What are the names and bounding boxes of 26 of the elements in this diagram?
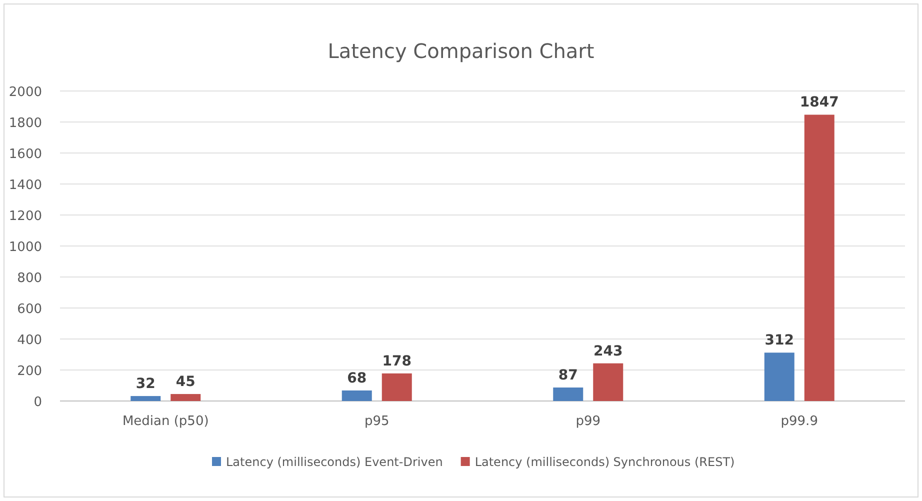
axis-label: 1200 bbox=[8, 209, 42, 224]
data-label: 312 bbox=[764, 332, 794, 349]
data-label: 87 bbox=[558, 368, 578, 384]
axis-label: 200 bbox=[17, 364, 42, 379]
axis-label: 1600 bbox=[8, 147, 42, 162]
data-label: 32 bbox=[136, 376, 156, 392]
axis-label: 2000 bbox=[8, 85, 42, 100]
legend-label: Latency (milliseconds) Event-Driven bbox=[226, 455, 443, 469]
data-label: 178 bbox=[382, 353, 412, 370]
axis-label: 1400 bbox=[8, 178, 42, 193]
data-label: 68 bbox=[347, 370, 367, 386]
axis-label: 800 bbox=[17, 271, 42, 286]
axis-label: Median (p50) bbox=[122, 414, 209, 429]
data-label: 243 bbox=[594, 343, 623, 360]
axis-label: p99.9 bbox=[780, 414, 818, 429]
axis-label: p95 bbox=[364, 414, 390, 429]
axis-label: 1800 bbox=[8, 116, 42, 131]
axis-label: 0 bbox=[34, 395, 42, 410]
chart-title: Latency Comparison Chart bbox=[328, 39, 594, 63]
legend-label: Latency (milliseconds) Synchronous (REST) bbox=[474, 455, 735, 469]
data-label: 1847 bbox=[800, 94, 839, 111]
axis-label: 600 bbox=[17, 302, 42, 317]
axis-label: p99 bbox=[576, 414, 601, 429]
axis-label: 400 bbox=[17, 333, 42, 348]
axis-label: 1000 bbox=[8, 240, 42, 255]
data-label: 45 bbox=[176, 374, 196, 390]
